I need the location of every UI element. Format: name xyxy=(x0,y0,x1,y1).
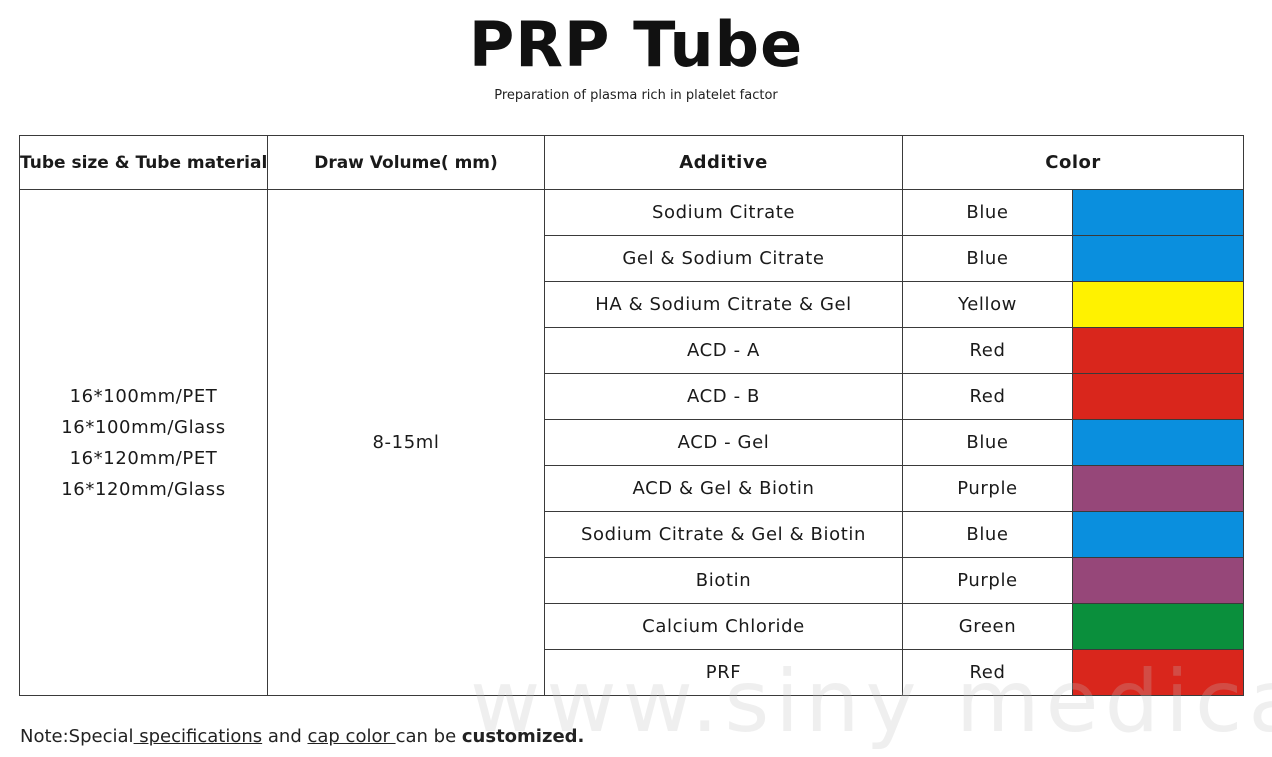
color-swatch xyxy=(1072,511,1244,558)
header-size-material: Tube size & Tube material xyxy=(19,135,268,190)
color-name-cell: Purple xyxy=(902,465,1073,512)
color-swatch xyxy=(1072,419,1244,466)
tube-size-item: 16*120mm/PET xyxy=(69,447,218,469)
additive-cell: Sodium Citrate & Gel & Biotin xyxy=(544,511,903,558)
color-swatch xyxy=(1072,235,1244,282)
additive-cell: ACD - B xyxy=(544,373,903,420)
color-swatch xyxy=(1072,649,1244,696)
header-draw-volume: Draw Volume( mm) xyxy=(267,135,545,190)
page-subtitle: Preparation of plasma rich in platelet f… xyxy=(494,88,778,103)
tube-size-cell: 16*100mm/PET 16*100mm/Glass 16*120mm/PET 16… xyxy=(19,189,268,696)
additive-cell: ACD & Gel & Biotin xyxy=(544,465,903,512)
color-name-cell: Red xyxy=(902,373,1073,420)
note-customized: customized. xyxy=(461,726,585,747)
additive-cell: ACD - A xyxy=(544,327,903,374)
spec-table: Tube size & Tube material Draw Volume( m… xyxy=(19,135,1244,696)
color-swatch xyxy=(1072,465,1244,512)
additive-cell: Gel & Sodium Citrate xyxy=(544,235,903,282)
draw-volume-cell: 8-15ml xyxy=(267,189,545,696)
color-name-cell: Blue xyxy=(902,235,1073,282)
color-swatch xyxy=(1072,327,1244,374)
color-name-cell: Blue xyxy=(902,419,1073,466)
color-name-cell: Green xyxy=(902,603,1073,650)
note-and: and xyxy=(262,726,308,747)
additive-cell: PRF xyxy=(544,649,903,696)
color-swatch xyxy=(1072,557,1244,604)
table-body: 16*100mm/PET 16*100mm/Glass 16*120mm/PET 16… xyxy=(19,189,1244,696)
note-specifications: specifications xyxy=(133,726,263,747)
tube-size-item: 16*120mm/Glass xyxy=(61,478,226,500)
color-swatch xyxy=(1072,373,1244,420)
color-name-cell: Purple xyxy=(902,557,1073,604)
tube-size-item: 16*100mm/Glass xyxy=(61,416,226,438)
table-row: 16*100mm/PET 16*100mm/Glass 16*120mm/PET 16… xyxy=(19,189,1244,696)
header-color: Color xyxy=(902,135,1244,190)
page-title: PRP Tube xyxy=(468,8,804,81)
color-swatch xyxy=(1072,281,1244,328)
table-header-row: Tube size & Tube material Draw Volume( m… xyxy=(19,135,1244,190)
additive-cell: ACD - Gel xyxy=(544,419,903,466)
note-prefix: Note:Special xyxy=(20,726,134,747)
tube-size-item: 16*100mm/PET xyxy=(69,385,218,407)
color-swatch xyxy=(1072,189,1244,236)
color-name-cell: Yellow xyxy=(902,281,1073,328)
color-name-cell: Blue xyxy=(902,189,1073,236)
color-name-cell: Red xyxy=(902,649,1073,696)
additive-cell: Sodium Citrate xyxy=(544,189,903,236)
note-text: Note:Special specifications and cap colo… xyxy=(20,726,584,747)
color-name-cell: Red xyxy=(902,327,1073,374)
note-mid: can be xyxy=(395,726,462,747)
note-cap-color: cap color xyxy=(307,726,396,747)
additive-cell: HA & Sodium Citrate & Gel xyxy=(544,281,903,328)
header-additive: Additive xyxy=(544,135,903,190)
additive-cell: Calcium Chloride xyxy=(544,603,903,650)
additive-cell: Biotin xyxy=(544,557,903,604)
color-name-cell: Blue xyxy=(902,511,1073,558)
color-swatch xyxy=(1072,603,1244,650)
